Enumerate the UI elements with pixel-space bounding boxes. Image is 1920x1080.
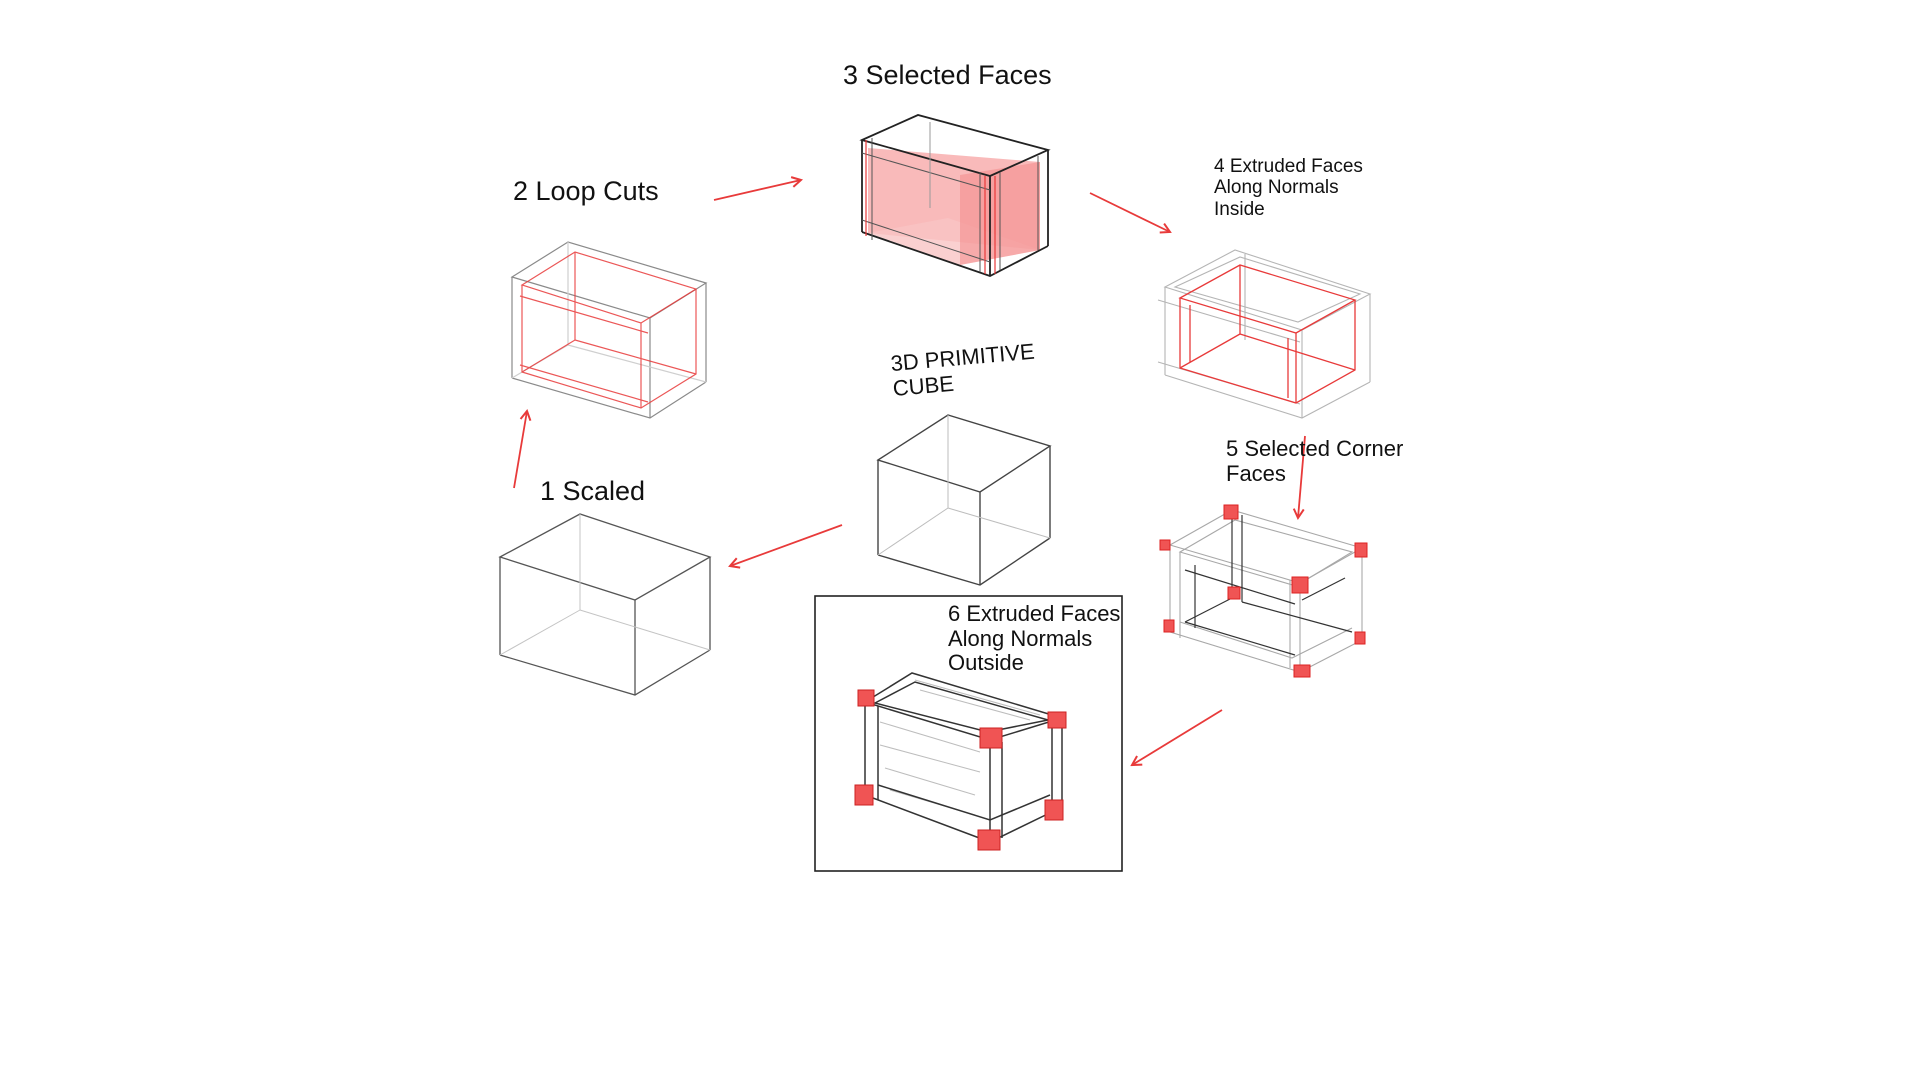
loop-cuts-box [510, 241, 708, 419]
primitive-cube [876, 414, 1052, 586]
extruded-inside-box [1157, 249, 1372, 419]
arrow-primitive-to-scaled [730, 524, 843, 566]
selected-faces-box [859, 114, 1051, 277]
scaled-box [498, 513, 712, 696]
label-extruded-outside-line-3: Outside [948, 650, 1024, 676]
label-selected-faces: 3 Selected Faces [843, 60, 1052, 90]
label-extruded-inside-line-1: 4 Extruded Faces [1214, 156, 1363, 177]
label-extruded-outside-line-2: Along Normals [948, 625, 1093, 651]
arrow-scaled-to-loopcuts [513, 411, 527, 489]
corner-faces-box [1159, 504, 1368, 678]
extruded-outside-crate [854, 672, 1067, 851]
label-extruded-outside: 6 Extruded Faces Along Normals Outside [948, 601, 1121, 676]
label-extruded-outside-line-1: 6 Extruded Faces [948, 601, 1121, 626]
arrow-corner-to-outside [1132, 709, 1223, 765]
arrow-selected-to-extruded [1089, 192, 1170, 232]
extruded-outside-frame [814, 595, 1123, 872]
label-corner-line-1: 5 Selected Corner [1226, 436, 1404, 461]
label-extruded-inside-line-2: Along Normals [1214, 177, 1339, 199]
flow-arrows [513, 180, 1306, 765]
arrow-extruded-to-corner [1298, 435, 1306, 518]
label-extruded-inside-line-3: Inside [1214, 198, 1265, 220]
label-corner-line-2: Faces [1226, 460, 1286, 486]
label-corner-faces: 5 Selected Corner Faces [1226, 436, 1404, 486]
label-loop-cuts: 2 Loop Cuts [513, 176, 659, 206]
label-extruded-inside: 4 Extruded Faces Along Normals Inside [1214, 156, 1363, 220]
arrow-loopcuts-to-selected [713, 180, 801, 201]
label-scaled: 1 Scaled [540, 476, 646, 506]
